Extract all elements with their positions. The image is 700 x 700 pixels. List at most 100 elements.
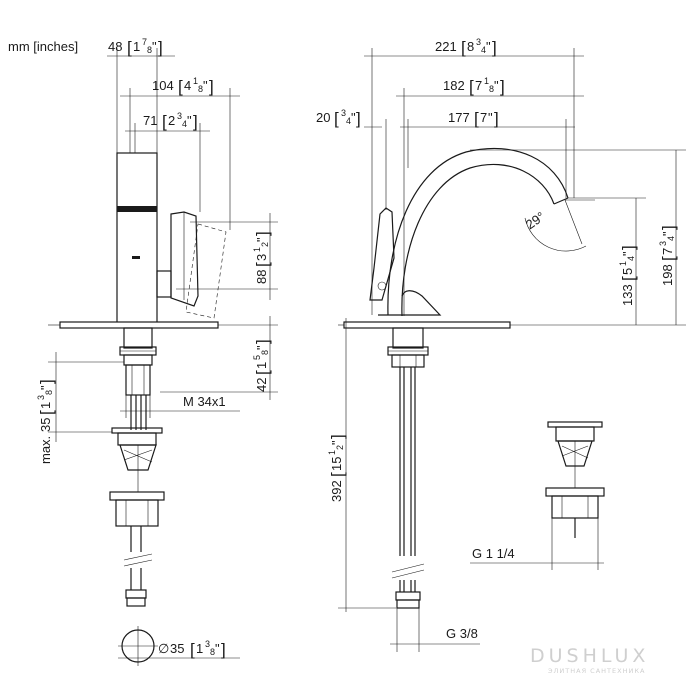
dim-71-inch-num: 3: [177, 111, 182, 121]
dim-48-bracket-open: [: [127, 38, 132, 57]
dim-221-inch-num: 3: [476, 37, 481, 47]
dim-198-bracket-close: ]: [659, 225, 678, 230]
dim-20-mm: 20: [316, 110, 330, 125]
dim-diameter-mm: 35: [170, 641, 184, 656]
dim-392-bracket-open: [: [328, 472, 347, 477]
dim-diameter-symbol: ∅: [158, 641, 169, 656]
dim-392-inch-num: 1: [327, 450, 337, 455]
dim-392-mm: 392: [329, 480, 344, 502]
dim-182: 182 [ 7 1 8 " ]: [443, 76, 505, 96]
dim-71-mm: 71: [143, 113, 157, 128]
left-dimension-lines: [48, 48, 278, 659]
dim-48-inch-num: 7: [142, 37, 147, 47]
dim-88-inch-mark: ": [254, 237, 269, 242]
dim-104-bracket-close: ]: [209, 77, 214, 96]
dim-221-mm: 221: [435, 39, 457, 54]
dim-392-inch-den: 2: [335, 445, 345, 450]
dim-20-inch-mark: ": [351, 110, 356, 125]
dim-diameter-inch-mark: ": [215, 641, 220, 656]
dim-104: 104 [ 4 1 8 " ]: [152, 76, 214, 96]
dim-42-inch-mark: ": [254, 345, 269, 350]
dim-133-mm: 133: [620, 284, 635, 306]
dim-221: 221 [ 8 3 4 " ]: [435, 37, 497, 57]
dim-48-bracket-close: ]: [158, 38, 163, 57]
dim-max35-inch-whole: 1: [38, 402, 53, 409]
dim-diameter: ∅ 35 [ 1 3 8 " ]: [158, 639, 226, 659]
dim-177: 177 [ 7 " ]: [448, 109, 499, 128]
dim-104-inch-mark: ": [203, 78, 208, 93]
dim-392-inch-whole: 15: [329, 457, 344, 471]
dim-42-bracket-open: [: [253, 370, 272, 375]
dim-diameter-inch-den: 8: [210, 647, 215, 657]
dim-392-inch-mark: ": [329, 440, 344, 445]
right-dimension-lines: [338, 48, 686, 652]
watermark-tagline: ЭЛИТНАЯ САНТЕХНИКА: [548, 667, 645, 675]
watermark-brand: DUSHLUX: [530, 645, 649, 667]
dim-max35-bracket-close: ]: [37, 379, 56, 384]
dim-42-inch-num: 5: [252, 355, 262, 360]
dim-diameter-bracket-close: ]: [221, 640, 226, 659]
dim-182-bracket-open: [: [469, 77, 474, 96]
dim-198-inch-den: 4: [666, 236, 676, 241]
dim-133-inch-mark: ": [620, 251, 635, 256]
dim-42-mm: 42: [254, 378, 269, 392]
dim-198-bracket-open: [: [659, 256, 678, 261]
dim-198-inch-mark: ": [660, 231, 675, 236]
dim-88-inch-whole: 3: [254, 254, 269, 261]
dim-88-bracket-open: [: [253, 262, 272, 267]
dim-20: 20 [ 3 4 " ]: [316, 108, 361, 128]
thread-label-m34: M 34x1: [183, 394, 226, 409]
dim-221-inch-mark: ": [486, 39, 491, 54]
dim-88-inch-num: 1: [252, 247, 262, 252]
dim-133-bracket-close: ]: [619, 245, 638, 250]
dim-198: 198 [ 7 3 4 " ]: [658, 225, 678, 286]
dim-182-bracket-close: ]: [500, 77, 505, 96]
dim-133: 133 [ 5 1 4 " ]: [618, 245, 638, 306]
dim-48: 48 [ 1 7 8 " ]: [108, 37, 163, 57]
dim-182-inch-whole: 7: [475, 78, 482, 93]
thread-label-g114: G 1 1/4: [472, 546, 515, 561]
dim-max35: max. 35 [ 1 3 8 " ]: [36, 379, 56, 464]
dim-182-inch-num: 1: [484, 76, 489, 86]
dim-182-inch-den: 8: [489, 84, 494, 94]
dim-104-bracket-open: [: [178, 77, 183, 96]
dim-104-mm: 104: [152, 78, 174, 93]
dim-71-bracket-open: [: [162, 112, 167, 131]
dim-198-inch-whole: 7: [660, 248, 675, 255]
dim-221-bracket-close: ]: [492, 38, 497, 57]
dim-133-inch-num: 1: [618, 261, 628, 266]
dim-diameter-inch-num: 3: [205, 639, 210, 649]
dim-diameter-bracket-open: [: [190, 640, 195, 659]
dim-max35-inch-num: 3: [36, 395, 46, 400]
dim-20-bracket-open: [: [334, 109, 339, 128]
dim-104-inch-den: 8: [198, 84, 203, 94]
thread-label-g38: G 3/8: [446, 626, 478, 641]
dim-104-inch-num: 1: [193, 76, 198, 86]
dim-182-mm: 182: [443, 78, 465, 93]
dim-88-mm: 88: [254, 270, 269, 284]
dim-88-bracket-close: ]: [253, 231, 272, 236]
unit-label: mm [inches]: [8, 39, 78, 54]
dim-392-bracket-close: ]: [328, 434, 347, 439]
dim-133-inch-den: 4: [626, 256, 636, 261]
dim-71-bracket-close: ]: [193, 112, 198, 131]
dim-182-inch-mark: ": [494, 78, 499, 93]
dim-104-inch-whole: 4: [184, 78, 191, 93]
dim-max35-inch-den: 8: [44, 390, 54, 395]
dim-20-inch-den: 4: [346, 116, 351, 126]
dim-42-inch-den: 8: [260, 350, 270, 355]
dim-177-inch-mark: ": [488, 110, 493, 125]
dim-20-bracket-close: ]: [356, 109, 361, 128]
dim-177-bracket-open: [: [474, 109, 479, 128]
dim-88-inch-den: 2: [260, 242, 270, 247]
dim-71: 71 [ 2 3 4 " ]: [143, 111, 198, 131]
angle-label-29: 29°: [523, 209, 548, 233]
dim-177-bracket-close: ]: [494, 109, 499, 128]
dim-42-bracket-close: ]: [253, 339, 272, 344]
dim-42-inch-whole: 1: [254, 362, 269, 369]
dim-71-inch-mark: ": [187, 113, 192, 128]
dim-max35-bracket-open: [: [37, 410, 56, 415]
dim-198-mm: 198: [660, 264, 675, 286]
dim-max35-inch-mark: ": [38, 385, 53, 390]
dim-max35-prefix: max.: [38, 436, 53, 464]
